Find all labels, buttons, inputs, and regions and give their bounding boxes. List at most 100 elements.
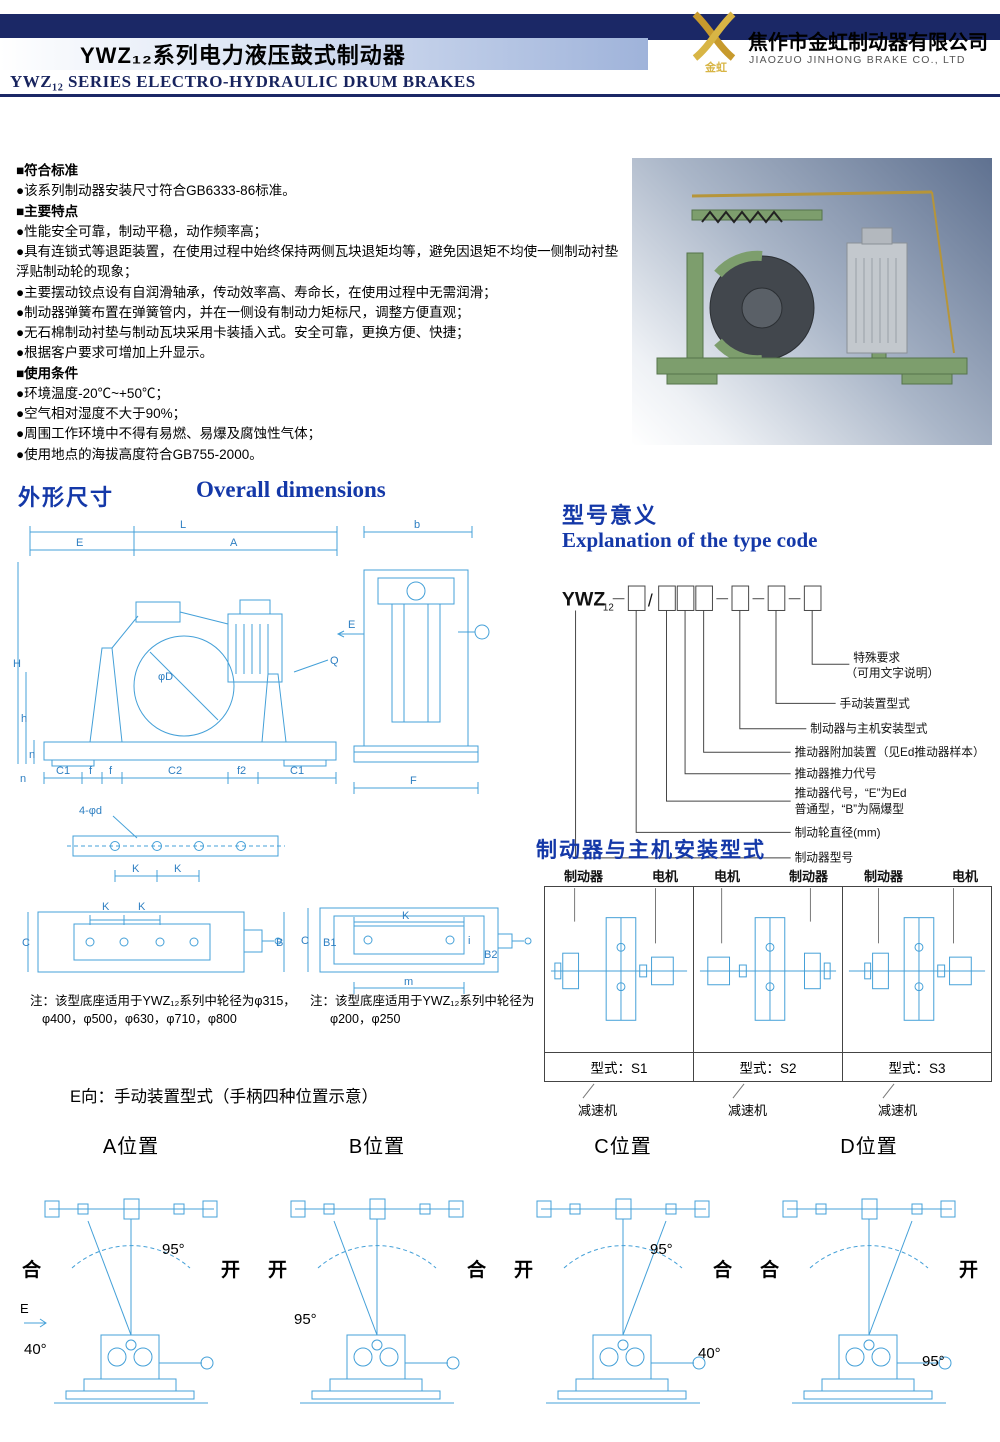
dim-label-Q: Q [330, 655, 339, 667]
dim-label-B: B [276, 937, 283, 949]
title-strip: YWZ₁₂系列电力液压鼓式制动器 [0, 38, 648, 70]
label-diameter: 制动轮直径(mm) [795, 825, 881, 839]
dim-label-C2: C2 [168, 765, 182, 777]
feature-item: ●性能安全可靠，制动平稳，动作频率高； [16, 223, 268, 239]
manual-position-sketch-a [24, 1198, 218, 1404]
model-prefix: YWZ [562, 589, 605, 611]
feature-item: ●无石棉制动衬垫与制动瓦块采用卡装插入式。安全可靠，更换方便、快捷； [16, 325, 470, 340]
dim-label-B1: B1 [323, 937, 336, 949]
position-title: D位置 [840, 1136, 898, 1158]
dim-label-L: L [180, 519, 186, 531]
label-code-1: 推动器代号，“E”为Ed [795, 786, 907, 800]
company-name-cn: 焦作市金虹制动器有限公司 [748, 32, 988, 54]
dim-label-C1b: C1 [290, 765, 304, 777]
installation-right-label: 电机 [651, 869, 678, 884]
reducer-leader-line [732, 1083, 745, 1099]
type-code-diagram: YWZ 12 / 特殊要求 （可用文字说明） 手动装置型式 制动器 [556, 566, 996, 872]
angle-label-95: 95° [922, 1353, 945, 1370]
manual-position-sketch-d [782, 1198, 956, 1404]
dimensions-heading-cn: 外形尺寸 [18, 485, 115, 510]
page-header: YWZ₁₂系列电力液压鼓式制动器 YWZ₁₂ SERIES ELECTRO-HY… [0, 0, 1000, 100]
feature-heading: ■主要特点 [16, 203, 79, 219]
company-name-en: JIAOZUO JINHONG BRAKE CO., LTD [749, 54, 966, 66]
dim-label-K: K [402, 910, 410, 922]
installation-labels-1: 制动器 电机 [544, 866, 694, 886]
page-title-cn: YWZ₁₂系列电力液压鼓式制动器 [80, 43, 406, 68]
state-label-left: 合 [22, 1260, 42, 1281]
dimensions-heading-en: Overall dimensions [196, 477, 386, 502]
label-mount: 制动器与主机安装型式 [810, 722, 927, 736]
reducer-leader-line [582, 1083, 595, 1099]
dim-label-E: E [76, 537, 83, 549]
slash: / [648, 591, 653, 611]
angle-label-95: 95° [650, 1241, 673, 1258]
installation-left-label: 电机 [714, 869, 741, 884]
installation-right-label: 制动器 [788, 869, 828, 884]
installation-block: 制动器 电机 电机 制动器 制动器 电机 型式 [544, 866, 996, 1119]
reducer-leader-line [882, 1083, 895, 1099]
dim-label-n2: n [20, 773, 26, 785]
reducer-label-2: 减速机 [694, 1083, 844, 1119]
position-title: A位置 [102, 1136, 160, 1158]
dim-label-m: m [404, 976, 413, 988]
page-title-en: YWZ₁₂ SERIES ELECTRO-HYDRAULIC DRUM BRAK… [10, 72, 476, 91]
label-attachment: 推动器附加装置（见Ed推动器样本） [795, 745, 985, 759]
state-label-right: 开 [958, 1260, 978, 1281]
installation-diagram-s3 [848, 888, 986, 1021]
installation-diagram-s2 [699, 888, 837, 1021]
label-special-2: （可用文字说明） [845, 666, 939, 680]
base-drawing-1: C K K B [22, 898, 290, 990]
base1-note-line1: 注：该型底座适用于YWZ₁₂系列中轮径为φ315， [30, 994, 296, 1008]
label-thrust: 推动器推力代号 [795, 767, 877, 781]
dim-label-phiD: φD [158, 671, 173, 683]
logo-caption: 金虹 [705, 62, 727, 74]
position-title: C位置 [594, 1136, 652, 1158]
label-model: 制动器型号 [795, 851, 854, 865]
features-list: ■符合标准 ●该系列制动器安装尺寸符合GB6333-86标准。 ■主要特点 ●性… [16, 161, 628, 465]
logo-x-icon [692, 11, 736, 61]
installation-caption: 型式：S1 [545, 1052, 693, 1081]
dim-label-f2: f2 [237, 765, 246, 777]
manual-position-sketch-b [290, 1198, 464, 1404]
manual-position-sketch-c [536, 1198, 710, 1404]
label-code-2: 普通型，“B”为隔爆型 [795, 802, 905, 816]
typecode-heading-cn: 型号意义 [562, 503, 659, 528]
angle-label-95: 95° [294, 1311, 317, 1328]
manual-positions-row: A位置 合 开 95° 40° [8, 1130, 992, 1413]
flange-drawing: 4-φd K K [55, 800, 325, 890]
company-logo: 金虹 [688, 10, 744, 75]
feature-item: ●制动器弹簧布置在弹簧管内，并在一侧设有制动力矩标尺，调整方便直观； [16, 304, 470, 320]
main-dimension-drawing: L E A H h n n φD Q E C1 f f C2 f2 C1 b F [12, 512, 557, 804]
dim-label-C1a: C1 [56, 765, 70, 777]
dim-label-C: C [301, 935, 309, 947]
installation-caption: 型式：S2 [694, 1052, 842, 1081]
state-label-right: 开 [220, 1260, 240, 1281]
dim-label-flange: 4-φd [79, 805, 102, 817]
reducer-label-text: 减速机 [728, 1103, 768, 1118]
manual-position-c: C位置 开 合 95° 40° [500, 1130, 746, 1413]
state-label-left: 合 [760, 1260, 780, 1281]
reducer-label-1: 减速机 [544, 1083, 694, 1119]
feature-heading: ■使用条件 [16, 365, 79, 381]
installation-panel-s3: 型式：S3 [842, 886, 992, 1082]
reducer-label-text: 减速机 [578, 1103, 618, 1118]
label-special-1: 特殊要求 [853, 650, 900, 664]
manual-caption: E向：手动装置型式（手柄四种位置示意） [70, 1088, 379, 1106]
state-label-left: 开 [268, 1260, 288, 1281]
base2-note-line2: φ200，φ250 [330, 1012, 401, 1026]
base1-note-line2: φ400，φ500，φ630，φ710，φ800 [42, 1012, 237, 1026]
position-title: B位置 [348, 1136, 406, 1158]
state-label-right: 合 [466, 1260, 486, 1281]
feature-item: ●具有连锁式等退距装置，在使用过程中始终保持两侧瓦块退矩均等，避免因退矩不均使一… [16, 244, 619, 280]
product-photo [632, 158, 992, 445]
view-label-E: E [348, 619, 355, 631]
manual-position-a: A位置 合 开 95° 40° [8, 1130, 254, 1413]
model-subscript: 12 [603, 602, 614, 613]
dim-label-i: i [468, 935, 470, 947]
dim-label-K1: K [102, 901, 110, 913]
dim-label-Kb: K [174, 863, 182, 875]
dim-label-B2: B2 [484, 949, 497, 961]
angle-label-40: 40° [698, 1345, 721, 1362]
dim-label-Ka: K [132, 863, 140, 875]
label-manual-device: 手动装置型式 [840, 696, 911, 710]
